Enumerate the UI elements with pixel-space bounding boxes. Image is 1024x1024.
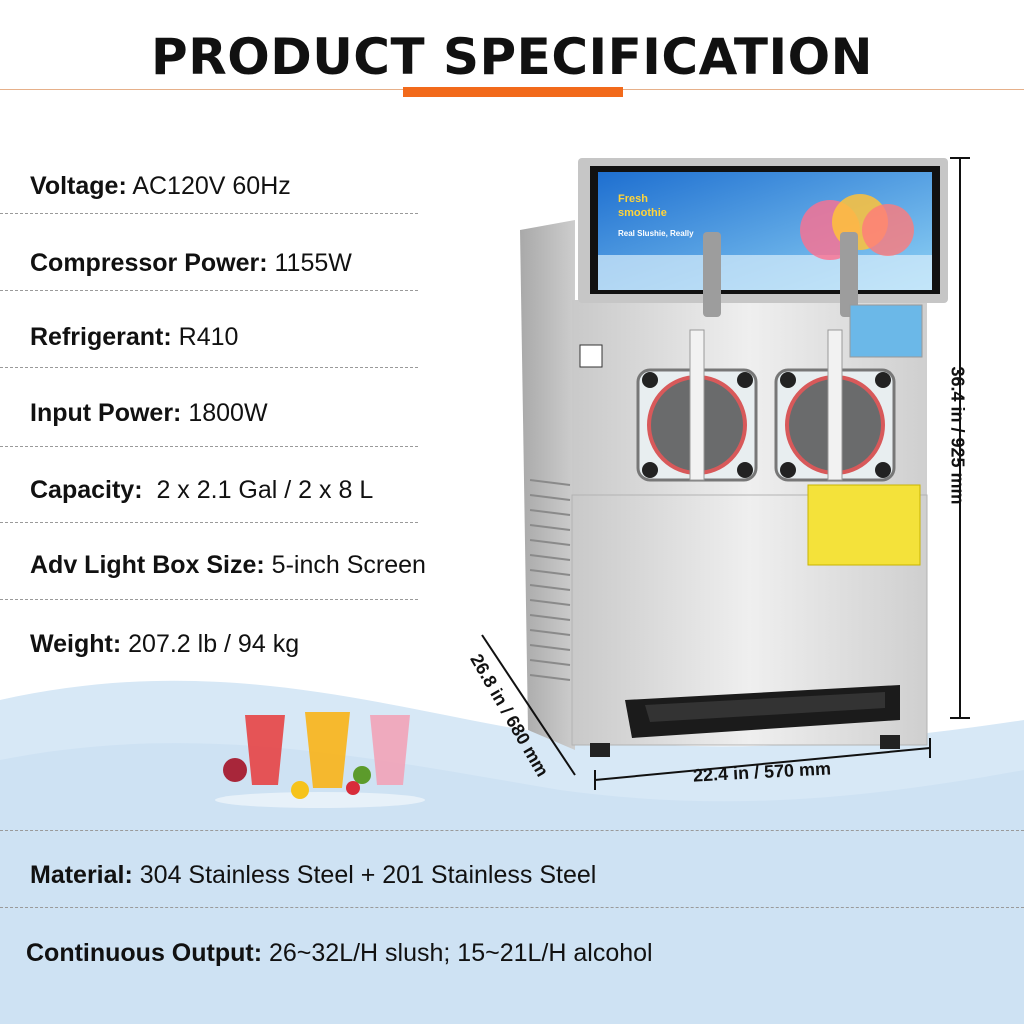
spec-input-power: Input Power: 1800W — [30, 399, 268, 427]
slushie-drinks-image — [215, 712, 425, 808]
slush-machine-image: Fresh smoothie Real Slushie, Really — [481, 157, 970, 790]
spec-divider — [0, 213, 418, 214]
spec-light-box-size: Adv Light Box Size: 5-inch Screen — [30, 551, 426, 579]
spec-compressor-power: Compressor Power: 1155W — [30, 249, 352, 277]
lightbox-line2: smoothie — [618, 207, 667, 219]
page-title: PRODUCT SPECIFICATION — [151, 28, 873, 86]
height-dimension-label: 36.4 in / 925 mm — [947, 366, 968, 505]
spec-material: Material: 304 Stainless Steel + 201 Stai… — [30, 861, 597, 889]
spec-divider — [0, 367, 418, 368]
title-accent-bar — [403, 87, 623, 97]
spec-divider — [0, 290, 418, 291]
spec-divider — [0, 907, 1024, 908]
spec-weight: Weight: 207.2 lb / 94 kg — [30, 630, 300, 658]
lightbox-line1: Fresh — [618, 193, 648, 205]
spec-divider — [0, 599, 418, 600]
spec-divider — [0, 522, 418, 523]
spec-divider — [0, 830, 1024, 831]
spec-refrigerant: Refrigerant: R410 — [30, 323, 239, 351]
spec-divider — [0, 446, 418, 447]
spec-capacity: Capacity: 2 x 2.1 Gal / 2 x 8 L — [30, 476, 374, 504]
lightbox-line3: Real Slushie, Really — [618, 229, 694, 238]
spec-continuous-output: Continuous Output: 26~32L/H slush; 15~21… — [26, 939, 653, 967]
spec-voltage: Voltage: AC120V 60Hz — [30, 172, 291, 200]
